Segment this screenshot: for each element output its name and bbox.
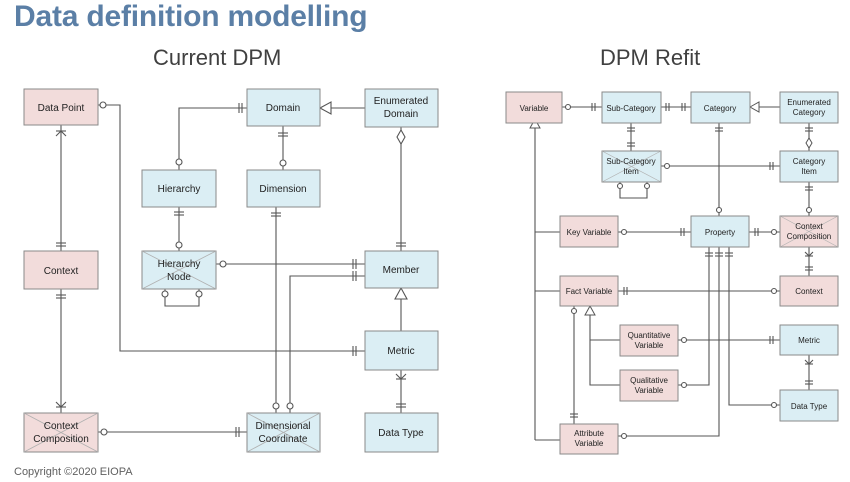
- svg-text:Fact Variable: Fact Variable: [566, 287, 613, 296]
- entity-category: Category: [690, 91, 751, 124]
- svg-text:Node: Node: [167, 272, 191, 283]
- svg-text:Item: Item: [623, 167, 639, 176]
- svg-text:Variable: Variable: [520, 104, 549, 113]
- svg-text:Data Type: Data Type: [378, 428, 424, 439]
- svg-text:Composition: Composition: [787, 232, 831, 241]
- entity-key-variable: Key Variable: [559, 215, 619, 248]
- svg-text:Metric: Metric: [387, 346, 414, 357]
- svg-text:Context: Context: [795, 287, 823, 296]
- entity-sub-category-item: Sub-Category Item: [601, 150, 662, 183]
- entity-category-item: Category Item: [779, 150, 839, 183]
- svg-text:Category: Category: [704, 104, 736, 113]
- entity-data-point: Data Point: [23, 88, 99, 126]
- svg-text:Context: Context: [795, 222, 823, 231]
- entity-context-refit: Context: [779, 275, 839, 307]
- svg-text:Enumerated: Enumerated: [787, 98, 831, 107]
- svg-text:Variable: Variable: [635, 341, 664, 350]
- svg-text:Composition: Composition: [33, 434, 89, 445]
- entity-metric-refit: Metric: [779, 324, 839, 356]
- svg-text:Domain: Domain: [384, 109, 418, 120]
- svg-text:Attribute: Attribute: [574, 429, 604, 438]
- current-dpm-title: Current DPM: [153, 45, 282, 70]
- entity-data-type: Data Type: [364, 412, 439, 453]
- left-connectors: [55, 101, 408, 437]
- entity-enumerated-category: Enumerated Category: [779, 91, 839, 124]
- entity-dimension: Dimension: [246, 169, 321, 208]
- svg-text:Dimensional: Dimensional: [255, 421, 310, 432]
- svg-text:Data Point: Data Point: [38, 103, 85, 114]
- entity-fact-variable: Fact Variable: [559, 275, 619, 307]
- dpm-refit-title: DPM Refit: [600, 45, 701, 70]
- svg-text:Domain: Domain: [266, 103, 300, 114]
- svg-text:Coordinate: Coordinate: [259, 434, 308, 445]
- entity-domain: Domain: [246, 88, 321, 127]
- svg-text:Data Type: Data Type: [791, 402, 828, 411]
- svg-text:Variable: Variable: [635, 386, 664, 395]
- entity-enumerated-domain: Enumerated Domain: [364, 88, 439, 128]
- svg-text:Metric: Metric: [798, 336, 820, 345]
- entity-qualitative-variable: Qualitative Variable: [619, 369, 679, 402]
- entity-property: Property: [690, 215, 750, 248]
- svg-text:Property: Property: [705, 228, 735, 237]
- entity-sub-category: Sub-Category: [601, 91, 662, 124]
- entity-quantitative-variable: Quantitative Variable: [619, 324, 679, 357]
- right-connectors: [529, 101, 814, 441]
- entity-metric: Metric: [364, 330, 439, 371]
- svg-text:Sub-Category: Sub-Category: [606, 104, 655, 113]
- entity-dimensional-coordinate: Dimensional Coordinate: [246, 412, 321, 453]
- entity-variable: Variable: [505, 91, 563, 124]
- entity-context-composition: Context Composition: [23, 412, 99, 453]
- svg-text:Hierarchy: Hierarchy: [158, 184, 201, 195]
- svg-text:Variable: Variable: [575, 439, 604, 448]
- svg-text:Member: Member: [383, 265, 420, 276]
- entity-context: Context: [23, 250, 99, 290]
- entity-attribute-variable: Attribute Variable: [559, 423, 619, 455]
- entity-data-type-refit: Data Type: [779, 389, 839, 422]
- svg-text:Quantitative: Quantitative: [628, 331, 671, 340]
- svg-text:Sub-Category: Sub-Category: [606, 157, 655, 166]
- entity-hierarchy-node: Hierarchy Node: [141, 250, 217, 290]
- entity-member: Member: [364, 250, 439, 289]
- svg-text:Dimension: Dimension: [259, 184, 306, 195]
- svg-text:Category: Category: [793, 108, 825, 117]
- svg-text:Context: Context: [44, 266, 79, 277]
- copyright-notice: Copyright ©2020 EIOPA: [14, 466, 133, 478]
- svg-text:Hierarchy: Hierarchy: [158, 259, 201, 270]
- entity-context-composition-refit: Context Composition: [779, 215, 839, 248]
- svg-text:Qualitative: Qualitative: [630, 376, 668, 385]
- svg-text:Key Variable: Key Variable: [567, 228, 612, 237]
- svg-text:Context: Context: [44, 421, 79, 432]
- page-title: Data definition modelling: [14, 0, 368, 33]
- svg-text:Category: Category: [793, 157, 825, 166]
- entity-hierarchy: Hierarchy: [141, 169, 217, 208]
- svg-text:Item: Item: [801, 167, 817, 176]
- svg-text:Enumerated: Enumerated: [374, 96, 428, 107]
